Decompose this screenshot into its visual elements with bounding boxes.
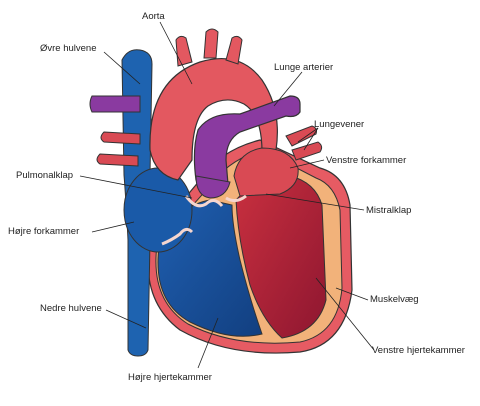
label-muskelvaeg: Muskelvæg: [370, 294, 419, 305]
pulmonary-vein-2: [291, 141, 323, 161]
left-atrium: [233, 147, 299, 197]
pulmonary-vein-3: [100, 131, 141, 145]
aorta-branch-3: [225, 35, 243, 65]
pulmonary-vein-1: [285, 125, 317, 147]
label-mistralklap: Mistralklap: [366, 205, 412, 216]
label-ovre-hulvene: Øvre hulvene: [40, 43, 97, 54]
label-hojre-hjertekammer: Højre hjertekammer: [128, 372, 212, 383]
label-venstre-forkammer: Venstre forkammer: [326, 155, 407, 166]
tricuspid-valve: [161, 227, 194, 246]
label-lunge-arterier: Lunge arterier: [274, 62, 334, 73]
right-atrium: [123, 167, 193, 253]
label-hojre-forkammer: Højre forkammer: [8, 226, 80, 237]
pulmonary-valve: [184, 195, 224, 208]
label-lungevener: Lungevener: [314, 119, 365, 130]
label-aorta: Aorta: [142, 11, 165, 22]
label-pulmonalklap: Pulmonalklap: [16, 170, 74, 181]
label-venstre-hjertekammer: Venstre hjertekammer: [372, 345, 465, 356]
left-ventricle: [235, 175, 327, 339]
pulmonary-artery: [193, 95, 301, 188]
pulmonary-trunk: [195, 175, 231, 199]
aorta-branch-1: [175, 35, 193, 67]
pulmonary-vein-4: [96, 153, 139, 167]
leader-lines: [79, 21, 375, 369]
pulmonary-artery-left: [89, 95, 141, 113]
aorta-branch-2: [203, 28, 219, 59]
label-nedre-hulvene: Nedre hulvene: [40, 303, 102, 314]
mitral-valve: [225, 194, 247, 203]
aorta-arch: [149, 58, 278, 181]
